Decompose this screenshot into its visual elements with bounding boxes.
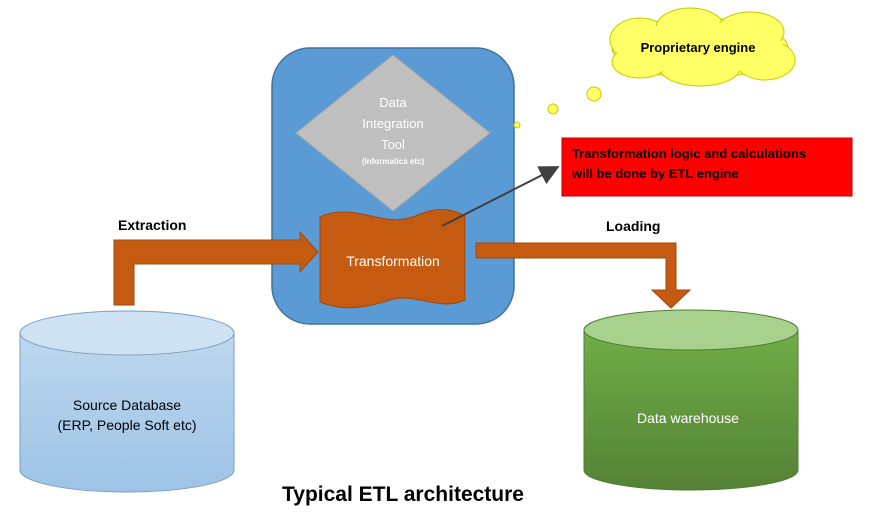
- warehouse-label: Data warehouse: [637, 410, 739, 426]
- engine-cloud: [609, 7, 796, 87]
- callout-arrow: [441, 166, 560, 227]
- loading-label: Loading: [606, 218, 660, 234]
- extraction-arrow: [113, 230, 319, 306]
- tool-sublabel: (Informatica etc): [362, 157, 425, 166]
- tool-label-line2: Integration: [362, 116, 423, 131]
- callout-box: [561, 137, 853, 197]
- transformation-label: Transformation: [346, 253, 440, 269]
- tool-label-line3: Tool: [381, 137, 405, 152]
- cloud-bubble-small: [513, 121, 521, 129]
- integration-tool-diamond: [295, 54, 491, 212]
- callout-line1: Transformation logic and calculations: [572, 146, 806, 161]
- engine-cloud-label: Proprietary engine: [641, 40, 756, 55]
- source-database-cylinder: [19, 310, 235, 493]
- extraction-label: Extraction: [118, 217, 186, 233]
- source-label-line2: (ERP, People Soft etc): [57, 417, 196, 433]
- loading-arrow: [475, 242, 692, 309]
- data-warehouse-cylinder: [583, 309, 799, 491]
- source-label-line1: Source Database: [73, 397, 181, 413]
- tool-label-line1: Data: [379, 95, 407, 110]
- cloud-bubble-medium: [547, 103, 559, 115]
- transformation-shape: [319, 209, 466, 309]
- diagram-title: Typical ETL architecture: [282, 483, 524, 506]
- callout-line2: will be done by ETL engine: [571, 166, 739, 181]
- cloud-bubble-large: [586, 86, 602, 102]
